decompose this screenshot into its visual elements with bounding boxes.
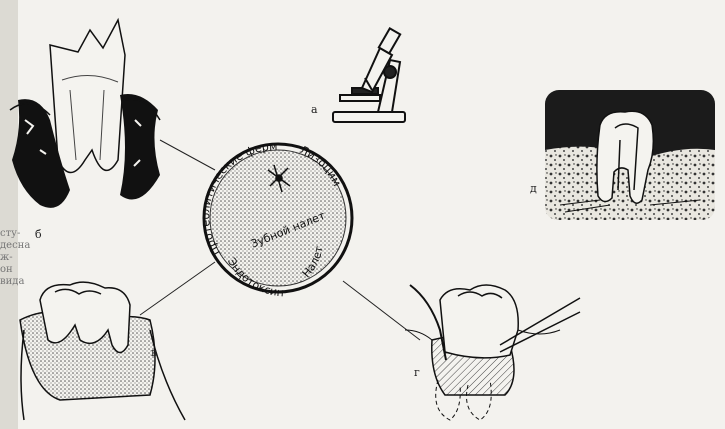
panel-label-g: г	[414, 366, 420, 379]
panel-label-a: а	[311, 103, 318, 116]
gutter-word: вида	[0, 276, 25, 287]
tooth-with-calculus-illustration	[9, 17, 161, 208]
gutter-text: сту- десна ж- он вида	[0, 228, 30, 288]
gutter-word: сту-	[0, 228, 21, 239]
gutter-word: десна	[0, 240, 31, 251]
gutter-word: он	[0, 264, 13, 275]
microscope-illustration	[332, 26, 406, 123]
panel-label-d: д	[530, 182, 537, 195]
molar-gingiva-illustration	[19, 281, 186, 421]
gutter-word: ж-	[0, 252, 13, 263]
scan-gutter	[0, 0, 18, 429]
plaque-circle	[202, 142, 354, 294]
panel-label-b: б	[35, 228, 42, 241]
panel-label-v: в	[151, 346, 158, 359]
radiograph-illustration	[545, 90, 715, 220]
tooth-probe-illustration	[404, 284, 581, 421]
microbe-icon	[267, 164, 291, 193]
